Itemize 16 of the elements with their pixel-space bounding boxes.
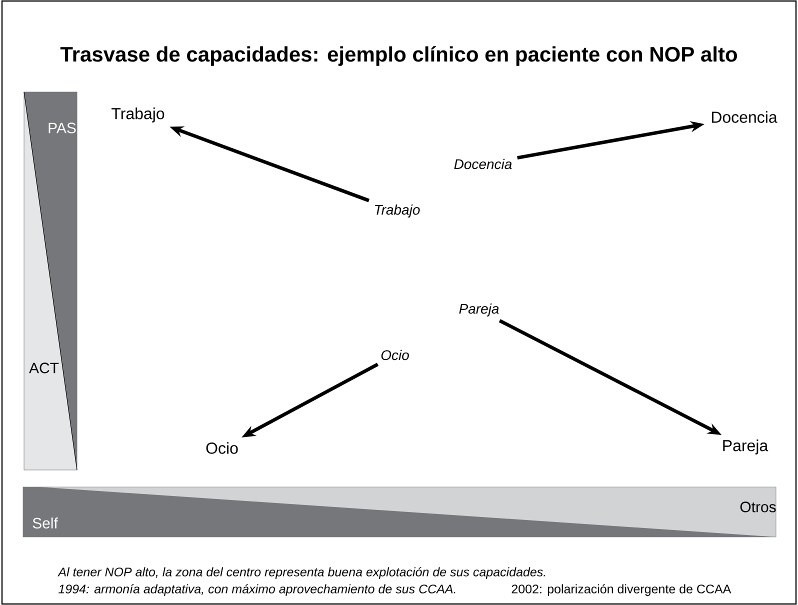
bar-label: PAS xyxy=(48,122,76,134)
item-label: Pareja xyxy=(723,440,768,454)
source-label: Pareja xyxy=(459,303,499,317)
source-label: Ocio xyxy=(381,350,409,360)
item-label: Trabajo xyxy=(112,108,164,122)
title: Trasvase de capacidades: ejemplo clínico en paciente con NOP alto xyxy=(60,46,737,66)
item-label: Ocio xyxy=(206,442,238,454)
item-label: Docencia xyxy=(712,111,778,123)
bar-label: Self xyxy=(32,517,58,528)
bar-label: Otros xyxy=(740,502,776,512)
source-label: Trabajo xyxy=(375,204,420,218)
caption-text: 2002: polarización divergente de CCAA xyxy=(512,584,732,596)
caption-text: 1994: armonía adaptativa, con máximo aprovechamiento de sus CCAA. xyxy=(58,584,456,596)
bar-label: ACT xyxy=(29,362,59,374)
source-label: Docencia xyxy=(454,158,512,170)
caption-text: Al tener NOP alto, la zona del centro representa buena explotación de sus capacidades. xyxy=(58,567,546,579)
